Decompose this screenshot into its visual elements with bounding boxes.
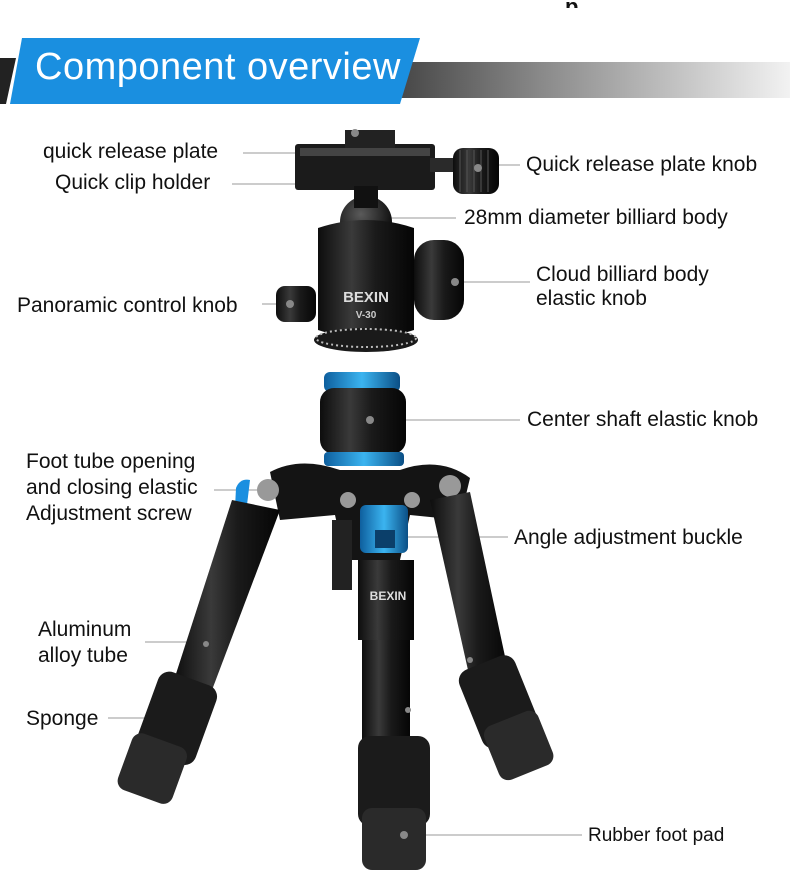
banner-grey-band: [340, 62, 790, 98]
banner-dark-tab: [0, 58, 16, 104]
label-rubber-foot: Rubber foot pad: [588, 825, 725, 846]
hub-screw-center-right: [404, 492, 420, 508]
label-foot-tube-line3: Adjustment screw: [26, 502, 192, 525]
right-leg: [430, 492, 554, 781]
quick-release-plate: [295, 129, 455, 190]
left-leg: [117, 500, 280, 804]
center-foot: [362, 808, 426, 870]
label-quick-release-plate: quick release plate: [43, 140, 219, 163]
angle-buckle: [360, 505, 408, 553]
label-cloud-knob-line2: elastic knob: [536, 287, 647, 310]
hub-screw-right: [439, 475, 461, 497]
label-quick-clip-holder: Quick clip holder: [55, 171, 211, 194]
section-banner: [0, 38, 790, 104]
label-foot-tube-line2: and closing elastic: [26, 476, 198, 499]
label-center-shaft-knob: Center shaft elastic knob: [527, 408, 759, 431]
center-leg-bottom: [358, 736, 430, 870]
label-billiard-body: 28mm diameter billiard body: [464, 206, 728, 229]
column-brand-label: BEXIN: [370, 589, 407, 603]
label-aluminum-line1: Aluminum: [38, 618, 132, 641]
head-brand-label: BEXIN: [343, 289, 389, 306]
left-foot: [117, 733, 188, 804]
upper-blue-ring: [324, 372, 400, 392]
lower-blue-ring: [324, 452, 404, 466]
center-shaft-knob: [320, 388, 406, 454]
label-aluminum-line2: alloy tube: [38, 644, 128, 667]
hub-screw-left: [257, 479, 279, 501]
banner-title: Component overview: [35, 46, 401, 88]
right-foot: [483, 710, 554, 781]
label-cloud-knob-line1: Cloud billiard body: [536, 263, 709, 286]
label-foot-tube-line1: Foot tube opening: [26, 450, 196, 473]
label-angle-buckle: Angle adjustment buckle: [514, 526, 743, 549]
hub-screw-center-left: [340, 492, 356, 508]
cropped-heading-fragment: p: [565, 0, 595, 8]
head-model-label: V-30: [356, 310, 377, 321]
label-panoramic-knob: Panoramic control knob: [17, 294, 238, 317]
quick-release-plate-knob: [453, 148, 499, 194]
label-quick-release-plate-knob: Quick release plate knob: [526, 153, 758, 176]
ball-head-body: BEXIN V-30: [314, 220, 418, 352]
center-column: BEXIN: [332, 520, 414, 740]
label-sponge: Sponge: [26, 707, 99, 730]
cloud-knob: [414, 240, 464, 320]
center-sponge: [358, 736, 430, 826]
banner-blue-panel: [10, 38, 420, 104]
panoramic-knob: [276, 286, 316, 322]
